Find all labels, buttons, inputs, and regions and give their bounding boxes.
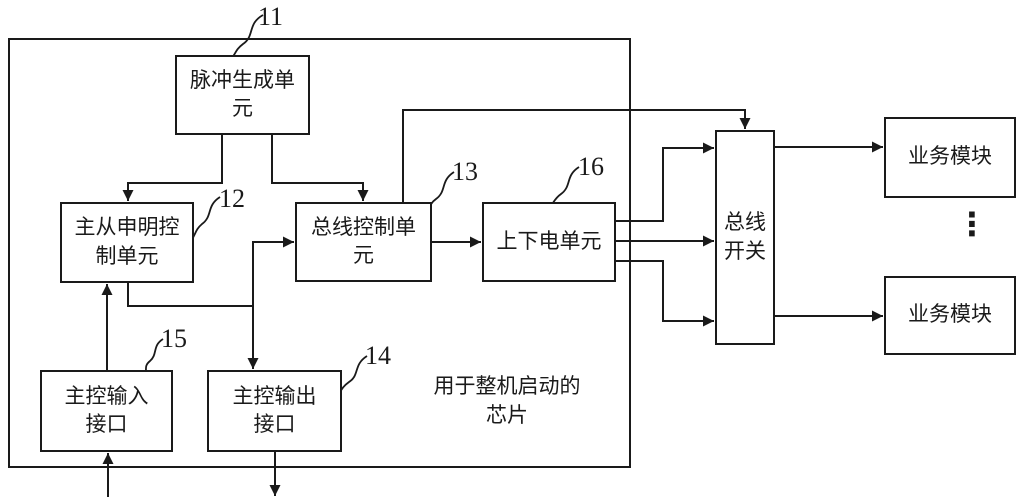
service-modules-ellipsis: ⋮ — [956, 206, 988, 242]
ref-numeral-12: 12 — [219, 184, 245, 213]
ref-numeral-13: 13 — [452, 157, 478, 186]
bus-control-unit-box: 总线控制单元 — [295, 202, 432, 282]
wire-pulse-to-master — [122, 135, 223, 201]
master-input-interface-label: 主控输入接口 — [64, 384, 149, 436]
bus-switch-label: 总线开关 — [724, 211, 766, 263]
master-input-interface-box: 主控输入接口 — [40, 370, 173, 452]
wire-power-to-switch-upper — [616, 142, 714, 222]
wire-power-to-switch-lower — [616, 260, 714, 327]
service-module-top-label: 业务模块 — [908, 145, 992, 169]
bus-switch-box: 总线开关 — [715, 130, 775, 345]
pulse-generation-unit-label: 脉冲生成单元 — [190, 68, 295, 120]
leader-line-15 — [145, 338, 164, 374]
service-module-top-box: 业务模块 — [884, 117, 1016, 198]
chip-boundary-box — [8, 38, 631, 468]
wire-pulse-to-busctrl — [271, 135, 369, 201]
master-slave-declaration-control-unit-box: 主从申明控制单元 — [60, 202, 194, 283]
wire-branch-to-busctrl — [252, 236, 294, 306]
ref-numeral-14: 14 — [365, 341, 391, 370]
ref-numeral-11: 11 — [258, 2, 284, 31]
ref-numeral-15: 15 — [161, 324, 187, 353]
bus-control-unit-label: 总线控制单元 — [311, 215, 416, 267]
service-module-bottom-label: 业务模块 — [908, 303, 992, 327]
service-module-bottom-box: 业务模块 — [884, 276, 1016, 355]
master-slave-declaration-control-unit-label: 主从申明控制单元 — [74, 216, 180, 268]
wire-master-branch — [127, 283, 253, 307]
wire-busctrl-to-switch-top — [402, 109, 751, 202]
power-up-down-unit-label: 上下电单元 — [496, 229, 602, 253]
master-output-interface-box: 主控输出接口 — [207, 370, 342, 452]
master-output-interface-label: 主控输出接口 — [232, 384, 317, 436]
power-up-down-unit-box: 上下电单元 — [482, 202, 616, 282]
leader-line-12 — [190, 196, 221, 242]
ref-numeral-16: 16 — [578, 152, 604, 181]
pulse-generation-unit-box: 脉冲生成单元 — [175, 55, 310, 135]
chip-caption: 用于整机启动的芯片 — [433, 375, 581, 428]
